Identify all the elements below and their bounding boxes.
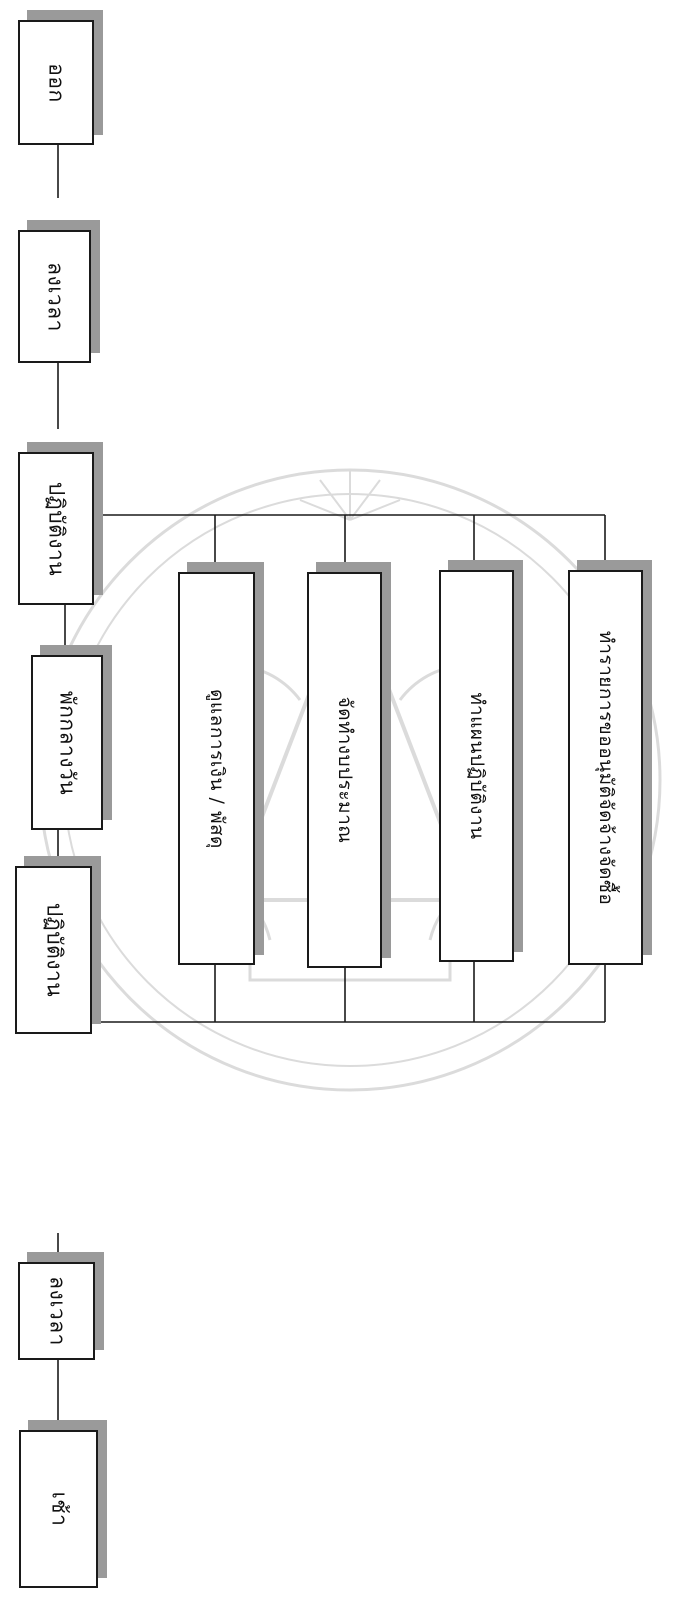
task-label: ทำแผนปฏิบัติงาน (465, 692, 488, 840)
task-box-budget: จัดทำงบประมาณ (307, 572, 382, 968)
step-box-work-afternoon: ปฏิบัติงาน (18, 452, 94, 605)
task-box-procurement: ทำรายการขออนุมัติจัดจ้างจัดซื้อ (568, 570, 643, 965)
step-label: ลงเวลา (43, 261, 67, 332)
step-label: ออก (44, 62, 69, 103)
step-box-clock-in: ลงเวลา (18, 1262, 95, 1360)
step-box-morning: เช้า (19, 1430, 98, 1588)
task-box-finance: ดูแลการเงิน / พัสดุ (178, 572, 255, 965)
step-box-clock-out: ลงเวลา (18, 230, 91, 363)
task-label: ดูแลการเงิน / พัสดุ (205, 688, 228, 849)
step-label: เช้า (47, 1491, 71, 1527)
step-label: พักกลางวัน (55, 690, 80, 795)
task-label: ทำรายการขออนุมัติจัดจ้างจัดซื้อ (594, 630, 617, 905)
step-label: ลงเวลา (45, 1276, 69, 1346)
task-box-plan: ทำแผนปฏิบัติงาน (439, 570, 514, 962)
step-box-lunch-break: พักกลางวัน (31, 655, 103, 830)
step-label: ปฏิบัติงาน (42, 902, 66, 998)
step-box-work-morning: ปฏิบัติงาน (15, 866, 92, 1034)
step-label: ปฏิบัติงาน (44, 481, 69, 576)
step-box-out: ออก (18, 20, 94, 145)
task-label: จัดทำงบประมาณ (333, 696, 356, 844)
